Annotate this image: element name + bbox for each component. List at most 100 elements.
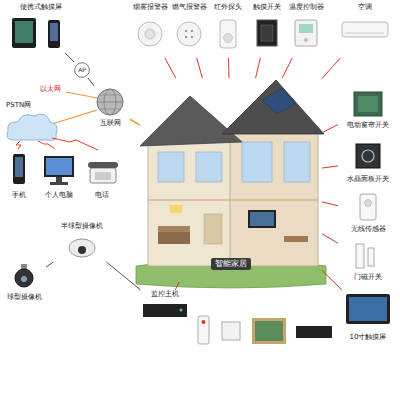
infrared-probe-icon bbox=[220, 20, 236, 48]
crystal-panel-icon bbox=[356, 144, 380, 168]
connector-line bbox=[322, 202, 338, 206]
node-caption: 烟雾报警器 bbox=[133, 3, 168, 12]
curtain-switch-icon bbox=[358, 96, 378, 112]
wireless-bolt bbox=[52, 138, 98, 150]
gas-detector-icon bbox=[177, 22, 201, 46]
infrared-probe-icon bbox=[220, 20, 236, 48]
touch-switch-icon bbox=[257, 20, 277, 46]
computer-icon bbox=[44, 156, 74, 185]
wireless-sensor-icon bbox=[360, 194, 376, 220]
house-window bbox=[196, 152, 222, 182]
remote-icon bbox=[202, 320, 206, 324]
globe-icon bbox=[97, 89, 123, 115]
monitor-host-icon bbox=[180, 309, 183, 312]
touch-panel-icon bbox=[346, 294, 390, 324]
device-node: 空调 bbox=[340, 3, 390, 58]
smoke-detector-icon bbox=[138, 22, 162, 46]
node-caption: 智能家居 bbox=[211, 258, 251, 270]
mobile-phone-icon bbox=[13, 154, 25, 184]
infrared-probe-icon bbox=[224, 34, 233, 43]
house-wall bbox=[148, 128, 318, 266]
device-node: 手机 bbox=[3, 148, 35, 200]
connector-line bbox=[106, 262, 140, 290]
house-furniture bbox=[170, 205, 182, 213]
node-caption: 半球型摄像机 bbox=[61, 222, 103, 231]
gas-detector-icon bbox=[191, 30, 193, 32]
connector-line bbox=[228, 58, 229, 78]
device-node: 监控主机 bbox=[140, 290, 190, 330]
connector-line bbox=[88, 78, 94, 86]
touch-switch-icon bbox=[257, 20, 277, 46]
device-node: 水晶面板开关 bbox=[338, 140, 398, 184]
device-node: 红外探头 bbox=[209, 3, 247, 58]
thermostat-icon bbox=[304, 38, 308, 42]
air-conditioner-icon bbox=[342, 22, 388, 37]
ball-camera-icon bbox=[15, 269, 33, 287]
house-wall bbox=[230, 128, 318, 266]
house-window bbox=[158, 152, 184, 182]
smoke-detector-icon bbox=[145, 29, 155, 39]
connector-line bbox=[322, 234, 338, 243]
monitor-host-icon bbox=[143, 304, 187, 317]
house-roof bbox=[262, 88, 296, 114]
network-line bbox=[66, 92, 97, 98]
computer-icon bbox=[46, 158, 72, 175]
house-furniture bbox=[248, 210, 276, 228]
module-icon bbox=[222, 322, 240, 340]
device-node: 便携式触摸屏 bbox=[3, 3, 78, 53]
house-node: 智能家居 bbox=[140, 78, 322, 282]
device-node: 个人电脑 bbox=[36, 148, 82, 200]
remote-icon bbox=[198, 316, 209, 344]
touch-panel-icon bbox=[349, 297, 387, 321]
device-node: 电动窗帘开关 bbox=[338, 88, 398, 130]
node-caption: AP bbox=[78, 66, 86, 74]
device-node: 门磁开关 bbox=[338, 240, 398, 282]
house-roof bbox=[222, 80, 324, 134]
door-magnet-icon bbox=[356, 244, 374, 268]
globe-icon bbox=[97, 89, 123, 115]
device-node: 无线传感器 bbox=[338, 192, 398, 234]
gas-detector-icon bbox=[177, 22, 201, 46]
thermostat-icon bbox=[295, 20, 317, 46]
touch-panel-icon bbox=[346, 294, 390, 324]
house-roof bbox=[140, 96, 242, 146]
connector-line bbox=[256, 58, 261, 78]
thermostat-icon bbox=[299, 24, 313, 33]
computer-icon bbox=[44, 156, 74, 177]
node-caption: 红外探头 bbox=[214, 3, 242, 12]
cloud-icon bbox=[7, 114, 57, 140]
door-magnet-icon bbox=[356, 244, 364, 268]
device-node: 球型摄像机 bbox=[3, 262, 46, 302]
cloud-icon bbox=[7, 114, 57, 140]
picture-frame-icon bbox=[255, 321, 283, 341]
set-top-box-icon bbox=[296, 326, 332, 338]
network-line bbox=[52, 110, 97, 124]
wireless-bolt bbox=[16, 141, 21, 149]
dome-camera-icon bbox=[69, 239, 95, 257]
node-caption: 个人电脑 bbox=[45, 191, 73, 200]
house-window bbox=[242, 142, 272, 182]
gas-detector-icon bbox=[185, 36, 187, 38]
node-caption: 球型摄像机 bbox=[7, 293, 42, 302]
dome-camera-icon bbox=[69, 239, 95, 257]
mobile-phone-icon bbox=[13, 154, 25, 184]
door-magnet-icon bbox=[368, 248, 374, 266]
network-line bbox=[52, 92, 97, 124]
crystal-panel-icon bbox=[356, 144, 380, 168]
smoke-detector-icon bbox=[138, 22, 162, 46]
node-caption: 互联网 bbox=[100, 119, 121, 128]
gas-detector-icon bbox=[185, 30, 187, 32]
connector-line bbox=[282, 58, 292, 78]
touch-screen-icon bbox=[48, 20, 60, 48]
crystal-panel-icon bbox=[362, 150, 374, 162]
node-caption: 10寸触摸屏 bbox=[350, 333, 387, 342]
node-caption: 门磁开关 bbox=[354, 273, 382, 282]
wireless-sensor-icon bbox=[360, 194, 376, 220]
telephone-icon bbox=[88, 162, 118, 183]
node-caption: 空调 bbox=[358, 3, 372, 12]
node-caption: 电动窗帘开关 bbox=[347, 121, 389, 130]
ap-circle-outline bbox=[75, 63, 90, 78]
